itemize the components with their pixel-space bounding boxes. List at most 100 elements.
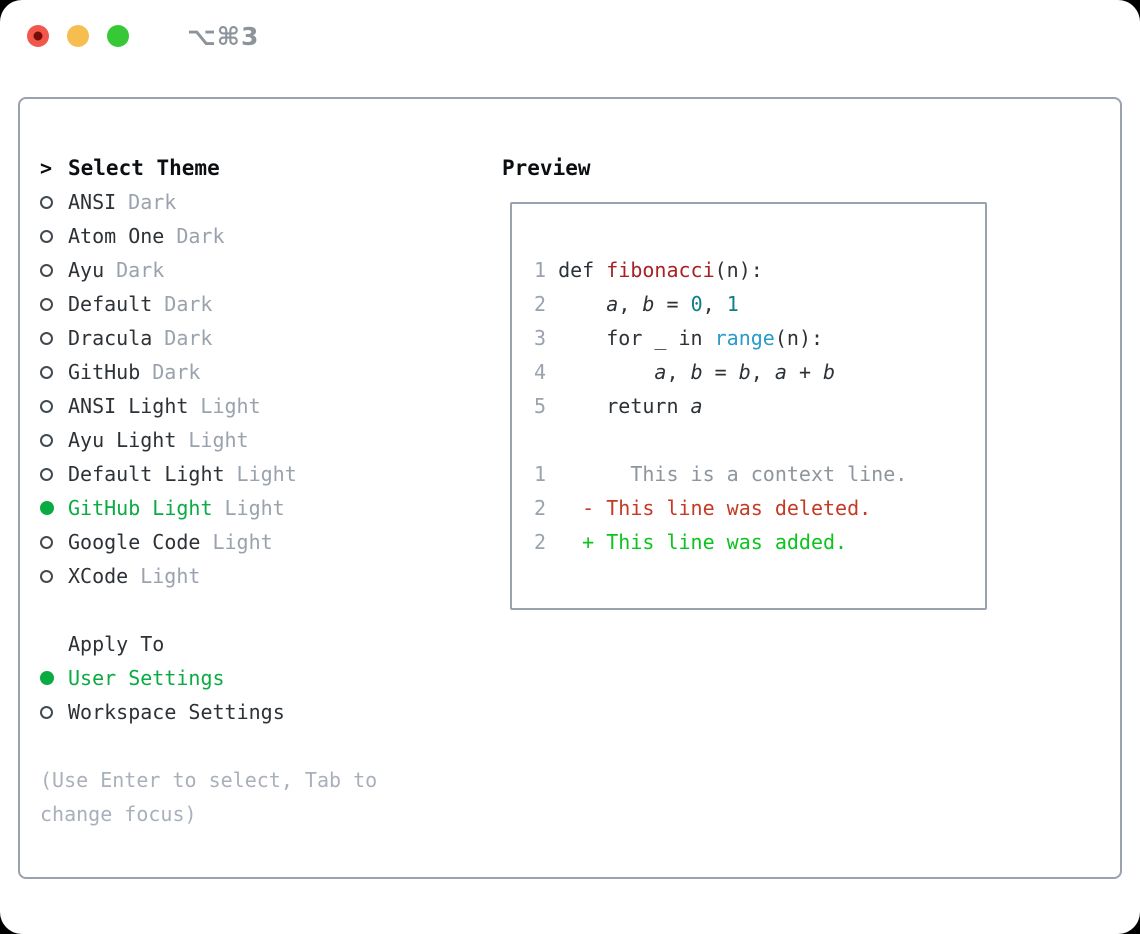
- apply-option-label: Workspace Settings: [68, 700, 285, 724]
- radio-selected-icon: [40, 501, 54, 515]
- radio-icon: [40, 433, 53, 447]
- preview-line: 5 return a: [534, 389, 985, 423]
- radio-icon: [40, 467, 53, 481]
- apply-to-header: Apply To: [40, 627, 502, 661]
- token-var: a: [606, 292, 619, 316]
- theme-name: GitHub Light: [68, 496, 213, 520]
- token-num: 0: [690, 292, 703, 316]
- token-func: fibonacci: [606, 258, 715, 282]
- theme-variant-label: Light: [188, 428, 249, 452]
- token-plain: =: [702, 360, 739, 384]
- token-ln: 1: [534, 258, 559, 282]
- radio-icon: [40, 229, 53, 243]
- token-ln: 3: [534, 326, 559, 350]
- apply-option-workspace-settings[interactable]: Workspace Settings: [40, 695, 502, 729]
- apply-to-title: Apply To: [68, 632, 165, 656]
- theme-name: Default: [68, 292, 153, 316]
- theme-variant-label: Dark: [116, 258, 165, 282]
- window-title: ⌥⌘3: [187, 21, 260, 51]
- radio-gutter: [40, 569, 68, 583]
- token-var: a: [690, 394, 703, 418]
- theme-variant-label: Light: [224, 496, 285, 520]
- theme-option-default[interactable]: Default Dark: [40, 287, 502, 321]
- radio-gutter: [40, 297, 68, 311]
- theme-option-atom-one[interactable]: Atom One Dark: [40, 219, 502, 253]
- radio-icon: [40, 365, 53, 379]
- preview-blank-line: [534, 423, 985, 457]
- theme-name: Atom One: [68, 224, 165, 248]
- apply-option-label: User Settings: [68, 666, 225, 690]
- radio-gutter: [40, 263, 68, 277]
- theme-option-default-light[interactable]: Default Light Light: [40, 457, 502, 491]
- theme-name: ANSI Light: [68, 394, 189, 418]
- radio-gutter: [40, 705, 68, 719]
- spacer: [40, 593, 502, 627]
- token-var: b: [642, 292, 655, 316]
- radio-gutter: [40, 535, 68, 549]
- theme-variant-label: Dark: [164, 292, 213, 316]
- radio-gutter: [40, 671, 68, 685]
- token-plain: return: [558, 394, 691, 418]
- zoom-button[interactable]: [107, 25, 129, 47]
- preview-line: 3 for _ in range(n):: [534, 321, 985, 355]
- token-plain: ,: [750, 360, 775, 384]
- theme-name: XCode: [68, 564, 129, 588]
- minimize-button[interactable]: [67, 25, 89, 47]
- token-ln: 2: [534, 496, 559, 520]
- theme-variant-label: Dark: [128, 190, 177, 214]
- theme-option-ayu-light[interactable]: Ayu Light Light: [40, 423, 502, 457]
- apply-option-user-settings[interactable]: User Settings: [40, 661, 502, 695]
- theme-variant-label: Dark: [164, 326, 213, 350]
- radio-gutter: [40, 195, 68, 209]
- radio-gutter: [40, 399, 68, 413]
- token-var: b: [690, 360, 703, 384]
- radio-icon: [40, 569, 53, 583]
- token-var: a: [654, 360, 667, 384]
- token-ln: 5: [534, 394, 559, 418]
- token-plain: for _ in: [558, 326, 715, 350]
- theme-name: Ayu Light: [68, 428, 177, 452]
- token-builtin: range: [714, 326, 775, 350]
- preview-line: 1 def fibonacci(n):: [534, 253, 985, 287]
- select-theme-title: Select Theme: [68, 156, 220, 180]
- preview-line: 4 a, b = b, a + b: [534, 355, 985, 389]
- radio-icon: [40, 535, 53, 549]
- spacer: [40, 729, 502, 763]
- theme-option-github-light[interactable]: GitHub Light Light: [40, 491, 502, 525]
- radio-icon: [40, 331, 53, 345]
- hint-line-2: change focus): [40, 802, 197, 826]
- radio-gutter: [40, 229, 68, 243]
- token-plain: [558, 360, 654, 384]
- token-plain: +: [786, 360, 824, 384]
- theme-option-ayu[interactable]: Ayu Dark: [40, 253, 502, 287]
- theme-name: Google Code: [68, 530, 201, 554]
- token-plain: (n):: [714, 258, 763, 282]
- theme-name: Ayu: [68, 258, 105, 282]
- radio-gutter: [40, 501, 68, 515]
- theme-name: Default Light: [68, 462, 225, 486]
- theme-variant-label: Dark: [176, 224, 225, 248]
- radio-icon: [40, 705, 53, 719]
- radio-icon: [40, 195, 53, 209]
- preview-line: 2 a, b = 0, 1: [534, 287, 985, 321]
- radio-gutter: [40, 433, 68, 447]
- theme-variant-label: Light: [236, 462, 297, 486]
- token-ln: 2: [534, 292, 559, 316]
- theme-name: GitHub: [68, 360, 141, 384]
- close-button[interactable]: [27, 25, 49, 47]
- prompt-caret-icon: >: [40, 156, 53, 180]
- preview-column: Preview 1 def fibonacci(n):2 a, b = 0, 1…: [502, 151, 1120, 877]
- preview-title: Preview: [502, 156, 591, 180]
- token-del: - This line was deleted.: [558, 496, 872, 520]
